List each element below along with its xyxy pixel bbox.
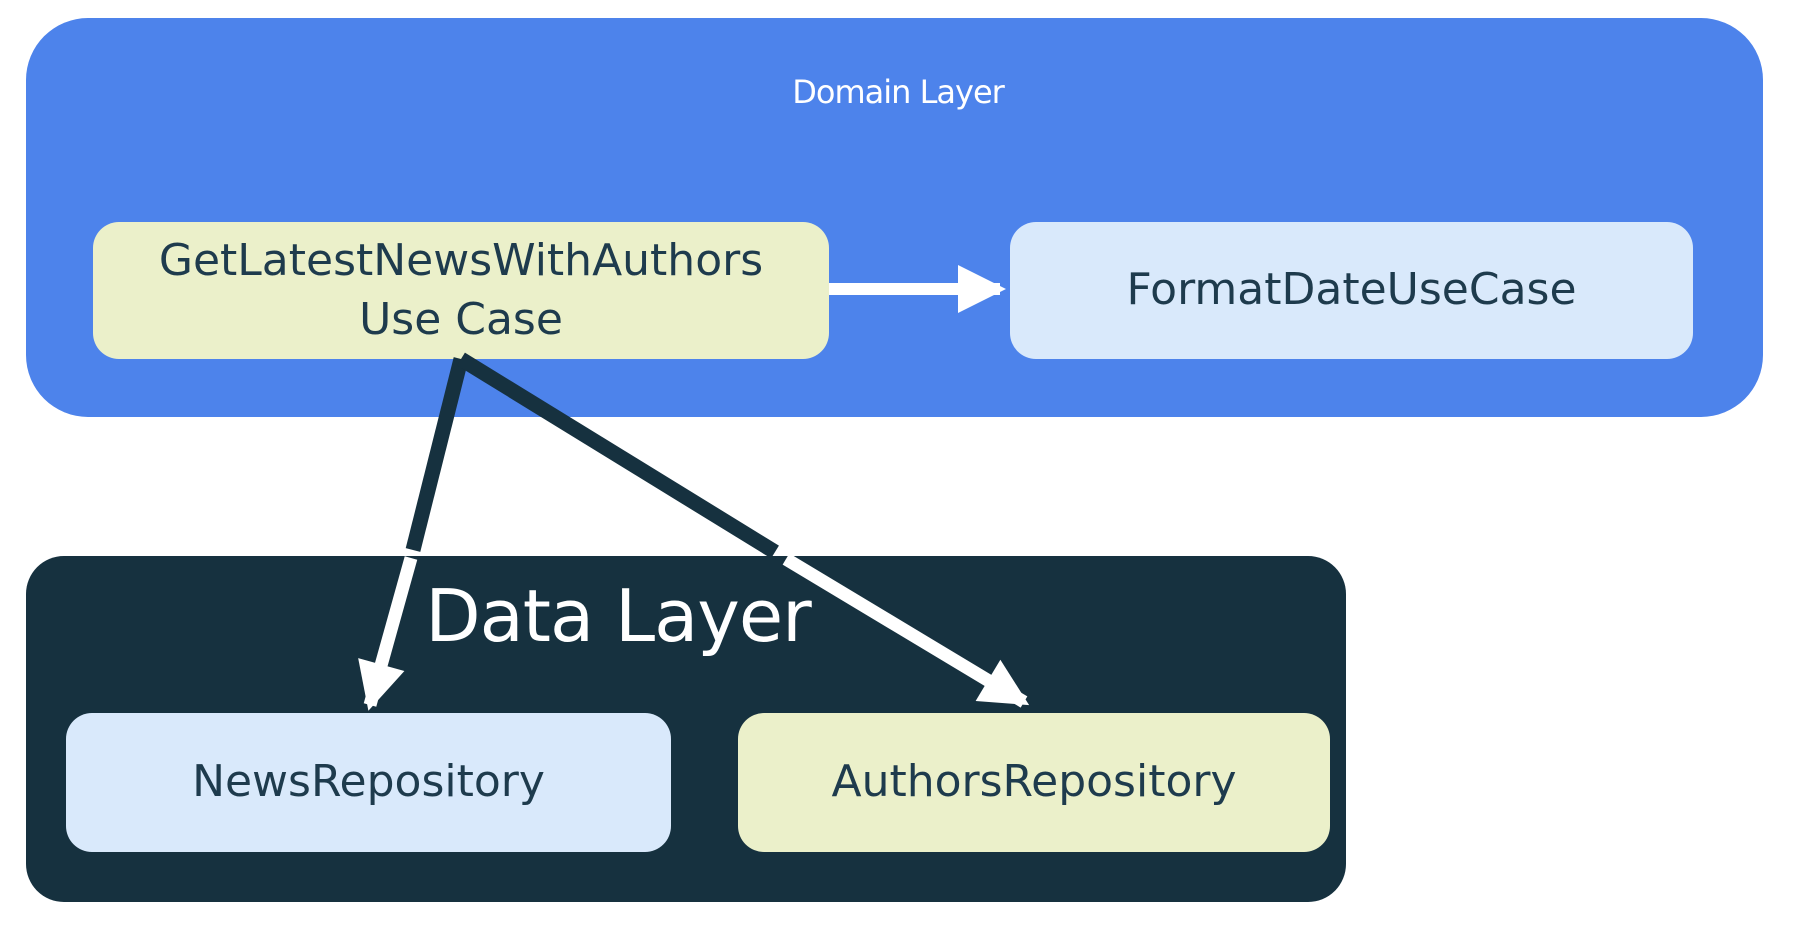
node-authors-repository: AuthorsRepository [738, 713, 1330, 852]
node-label-line: Use Case [359, 293, 563, 345]
node-label-line: GetLatestNewsWithAuthors [158, 235, 764, 287]
node-label: FormatDateUseCase [1126, 264, 1577, 316]
node-format-date-use-case: FormatDateUseCase [1010, 222, 1693, 359]
node-get-latest-news-with-authors-use-case: GetLatestNewsWithAuthors Use Case [93, 222, 829, 359]
node-news-repository: NewsRepository [66, 713, 671, 852]
node-label: AuthorsRepository [831, 756, 1237, 808]
node-label: NewsRepository [192, 756, 545, 808]
